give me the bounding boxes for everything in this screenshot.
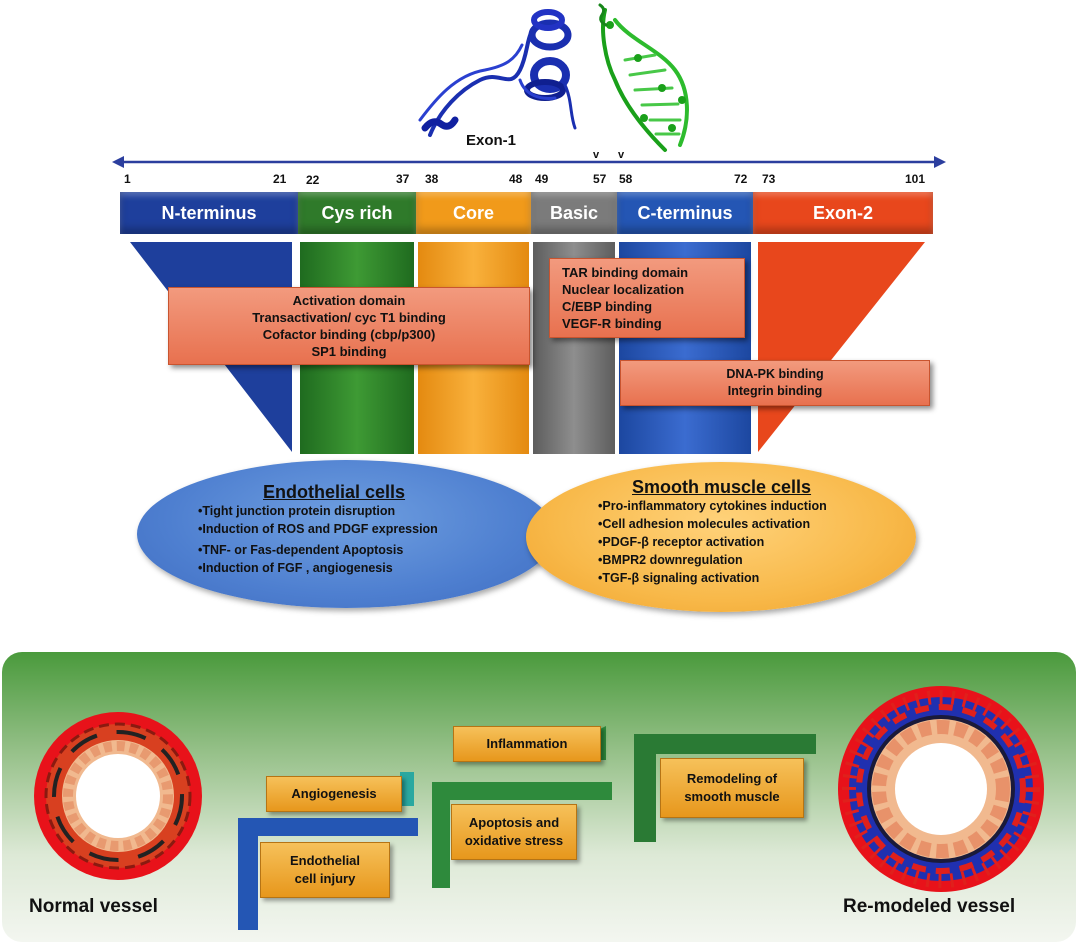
activation-line-1: Activation domain bbox=[292, 293, 406, 308]
endothelial-item-2: •Induction of ROS and PDGF expression bbox=[198, 522, 438, 536]
endothelial-item-4: •Induction of FGF , angiogenesis bbox=[198, 561, 393, 575]
normal-vessel-illustration bbox=[34, 712, 202, 880]
pos-101: 101 bbox=[905, 172, 926, 186]
sequence-axis bbox=[112, 156, 946, 168]
protein-structure-illustration bbox=[418, 3, 689, 152]
pos-21: 21 bbox=[273, 172, 287, 186]
exon1-label: Exon-1 bbox=[466, 132, 517, 149]
pos-37: 37 bbox=[396, 172, 410, 186]
smooth-muscle-item-3: •PDGF-β receptor activation bbox=[598, 535, 765, 549]
pos-57: 57 bbox=[593, 172, 607, 186]
domain-core: Core bbox=[416, 192, 531, 234]
tar-line-3: C/EBP binding bbox=[562, 299, 653, 314]
pos-1: 1 bbox=[124, 172, 131, 186]
pos-58: 58 bbox=[619, 172, 633, 186]
smooth-muscle-title: Smooth muscle cells bbox=[632, 477, 812, 497]
pos-22: 22 bbox=[306, 173, 320, 187]
stage-apoptosis-oxidative-stress: Apoptosis and oxidative stress bbox=[451, 804, 577, 860]
smooth-muscle-cells-ellipse bbox=[526, 462, 916, 612]
exon1-ribbon bbox=[418, 9, 577, 137]
cut-mark-1: v bbox=[593, 149, 600, 161]
endothelial-title: Endothelial cells bbox=[263, 482, 406, 502]
smooth-muscle-item-1: •Pro-inflammatory cytokines induction bbox=[598, 499, 827, 513]
endothelial-list: •Tight junction protein disruption •Indu… bbox=[198, 502, 438, 577]
stage-endothelial-cell-injury: Endothelial cell injury bbox=[260, 842, 390, 898]
dnapk-line-2: Integrin binding bbox=[727, 384, 823, 398]
stage-inflammation: Inflammation bbox=[453, 726, 601, 762]
pos-72: 72 bbox=[734, 172, 748, 186]
pos-49: 49 bbox=[535, 172, 549, 186]
remodeled-vessel-label: Re-modeled vessel bbox=[843, 896, 1016, 917]
smooth-muscle-item-2: •Cell adhesion molecules activation bbox=[598, 517, 811, 531]
dnapk-line-1: DNA-PK binding bbox=[726, 367, 824, 381]
normal-vessel-label: Normal vessel bbox=[29, 896, 158, 917]
step-green-top bbox=[634, 734, 816, 842]
exon2-rna-ribbon bbox=[598, 3, 689, 152]
activation-line-4: SP1 binding bbox=[311, 344, 387, 359]
stage-remodeling-smooth-muscle: Remodeling of smooth muscle bbox=[660, 758, 804, 818]
pos-73: 73 bbox=[762, 172, 776, 186]
remodeled-vessel-illustration bbox=[838, 686, 1044, 892]
dna-pk-box: DNA-PK binding Integrin binding bbox=[620, 360, 930, 406]
endothelial-item-3: •TNF- or Fas-dependent Apoptosis bbox=[198, 543, 404, 557]
angiogenesis-flag bbox=[400, 772, 414, 806]
domain-basic: Basic bbox=[531, 192, 617, 234]
pos-38: 38 bbox=[425, 172, 439, 186]
domain-c-terminus: C-terminus bbox=[617, 192, 753, 234]
stage-angiogenesis: Angiogenesis bbox=[266, 776, 402, 812]
smooth-muscle-list: •Pro-inflammatory cytokines induction •C… bbox=[598, 497, 827, 587]
tar-binding-box: TAR binding domain Nuclear localization … bbox=[549, 258, 745, 338]
endothelial-cells-ellipse bbox=[137, 460, 555, 608]
pos-48: 48 bbox=[509, 172, 523, 186]
activation-domain-box: Activation domain Transactivation/ cyc T… bbox=[168, 287, 530, 365]
activation-line-2: Transactivation/ cyc T1 binding bbox=[252, 310, 446, 325]
step-green-mid bbox=[432, 782, 612, 888]
tar-line-1: TAR binding domain bbox=[562, 265, 689, 280]
activation-line-3: Cofactor binding (cbp/p300) bbox=[262, 327, 436, 342]
domain-n-terminus: N-terminus bbox=[120, 192, 298, 234]
domain-cys-rich: Cys rich bbox=[298, 192, 416, 234]
tar-line-4: VEGF-R binding bbox=[562, 316, 662, 331]
domain-exon-2: Exon-2 bbox=[753, 192, 933, 234]
step-blue bbox=[238, 818, 418, 930]
smooth-muscle-item-4: •BMPR2 downregulation bbox=[598, 553, 743, 567]
cut-mark-2: v bbox=[618, 149, 625, 161]
tar-line-2: Nuclear localization bbox=[562, 282, 685, 297]
endothelial-item-1: •Tight junction protein disruption bbox=[198, 504, 396, 518]
smooth-muscle-item-5: •TGF-β signaling activation bbox=[598, 571, 760, 585]
